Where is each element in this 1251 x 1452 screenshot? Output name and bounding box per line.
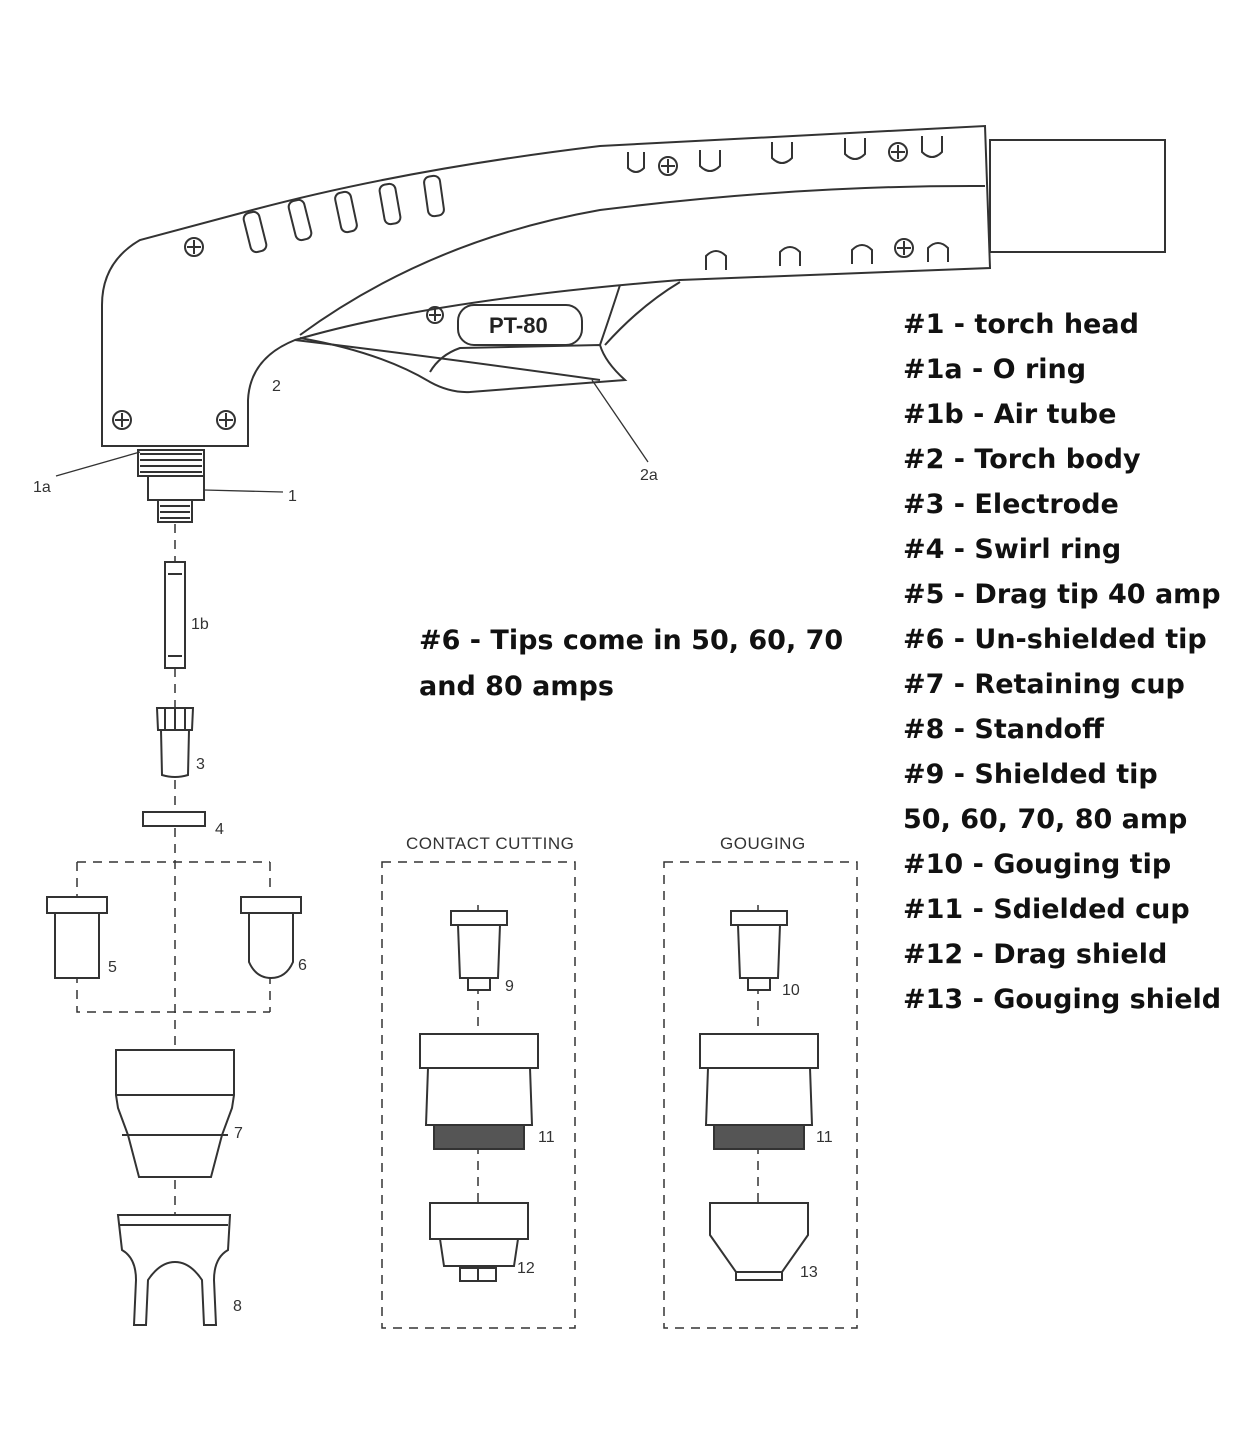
legend-item: #8 - Standoff	[903, 714, 1104, 745]
gouging-tip	[730, 910, 788, 991]
callout-13: 13	[800, 1264, 818, 1281]
tips-group-box	[76, 861, 271, 1013]
legend-item: #11 - Sdielded cup	[903, 894, 1190, 925]
legend-item: #6 - Un-shielded tip	[903, 624, 1207, 655]
shielded-cup-contact	[419, 1033, 539, 1150]
callout-7: 7	[234, 1125, 243, 1142]
standoff	[116, 1214, 232, 1326]
drag-tip	[46, 896, 108, 979]
legend-item: 50, 60, 70, 80 amp	[903, 804, 1188, 835]
callout-11-contact: 11	[538, 1129, 555, 1146]
legend-item: #3 - Electrode	[903, 489, 1119, 520]
contact-cutting-title: CONTACT CUTTING	[406, 834, 574, 853]
logo-text: PT-80	[489, 313, 548, 338]
legend-item: #1b - Air tube	[903, 399, 1117, 430]
callout-10: 10	[782, 982, 800, 999]
retaining-cup	[115, 1049, 235, 1178]
callout-2a: 2a	[640, 467, 658, 484]
shielded-tip	[450, 910, 508, 991]
leader-lines	[55, 379, 649, 493]
callout-1b: 1b	[191, 616, 209, 633]
legend-item: #13 - Gouging shield	[903, 984, 1222, 1015]
callout-12: 12	[517, 1260, 535, 1277]
callout-2: 2	[272, 378, 281, 395]
legend-item: #9 - Shielded tip	[903, 759, 1158, 790]
air-tube	[164, 561, 186, 669]
legend-item: #7 - Retaining cup	[903, 669, 1185, 700]
legend-item: #1 - torch head	[903, 309, 1139, 340]
callout-11-gouging: 11	[816, 1129, 833, 1146]
handle-slots	[627, 136, 949, 270]
electrode	[155, 707, 195, 778]
callout-4: 4	[215, 821, 224, 838]
gouging-box	[663, 861, 858, 1329]
legend-item: #1a - O ring	[903, 354, 1087, 385]
drag-shield	[429, 1202, 529, 1282]
legend-item: #4 - Swirl ring	[903, 534, 1122, 565]
swirl-ring	[142, 811, 206, 827]
legend-item: #10 - Gouging tip	[903, 849, 1172, 880]
screws	[112, 142, 914, 430]
gouging-title: GOUGING	[720, 834, 806, 853]
trigger	[299, 281, 681, 394]
grip-ribs	[242, 174, 445, 254]
shielded-cup-gouging	[699, 1033, 819, 1150]
callout-1a: 1a	[33, 479, 51, 496]
callout-1: 1	[288, 488, 297, 505]
callout-8: 8	[233, 1298, 242, 1315]
unshielded-tip	[240, 896, 302, 980]
callout-6: 6	[298, 957, 307, 974]
logo-plate	[457, 304, 583, 346]
callout-labels: 1a 1 2 2a 1b 3 4 5 6 7 8 9 11 12 10 11 1…	[33, 378, 833, 1315]
parts-legend: #1 - torch head #1a - O ring #1b - Air t…	[903, 302, 1221, 1022]
tip-amps-note: #6 - Tips come in 50, 60, 70 and 80 amps	[419, 625, 844, 702]
torch-head	[137, 449, 205, 523]
legend-item: #2 - Torch body	[903, 444, 1141, 475]
legend-item: #12 - Drag shield	[903, 939, 1168, 970]
gouging-shield	[709, 1202, 809, 1281]
contact-cutting-box	[381, 861, 576, 1329]
callout-5: 5	[108, 959, 117, 976]
legend-item: #5 - Drag tip 40 amp	[903, 579, 1221, 610]
callout-3: 3	[196, 756, 205, 773]
callout-9: 9	[505, 978, 514, 995]
